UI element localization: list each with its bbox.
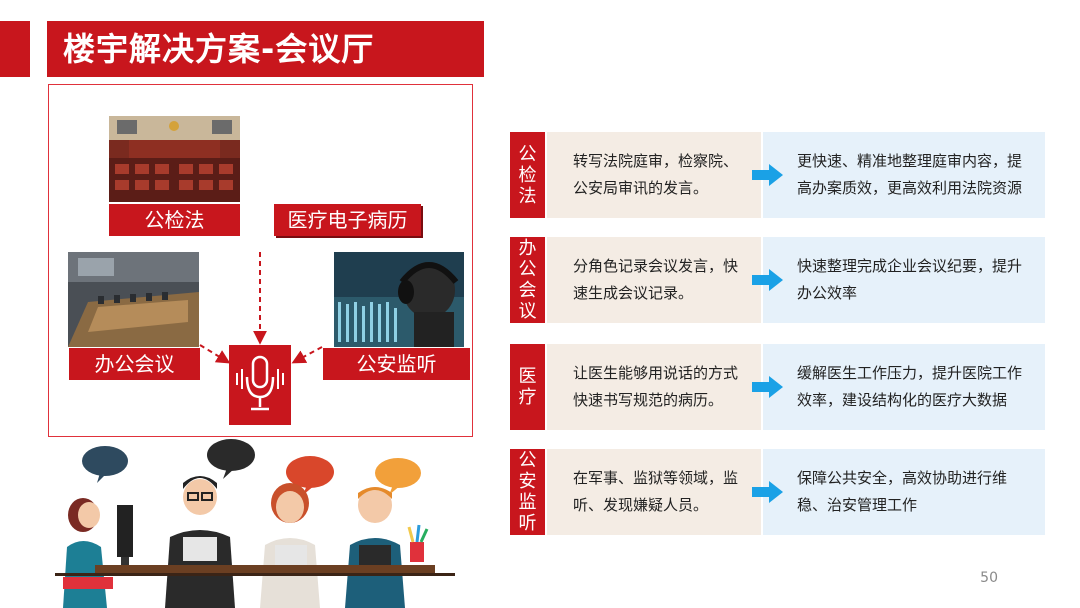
caption-police: 公安监听 (323, 348, 470, 380)
row-usage: 转写法院庭审，检察院、公安局审讯的发言。 (547, 132, 761, 218)
row-benefit: 保障公共安全，高效协助进行维稳、治安管理工作 (763, 449, 1045, 535)
arrow-right-icon (752, 481, 783, 503)
row-tag-label: 医疗 (518, 366, 537, 408)
flow-arrows (199, 252, 323, 364)
court-photo (109, 116, 240, 202)
row-tag-label: 办公会议 (518, 238, 537, 322)
row-tag-label: 公检法 (518, 143, 537, 207)
row-court: 公检法 转写法院庭审，检察院、公安局审讯的发言。 更快速、精准地整理庭审内容，提… (510, 132, 1045, 218)
left-accent-bar (0, 21, 30, 77)
page-title: 楼宇解决方案-会议厅 (47, 21, 484, 77)
people-illustration (55, 439, 455, 608)
caption-court: 公检法 (109, 204, 240, 236)
arrow-right-icon (752, 164, 783, 186)
caption-medical: 医疗电子病历 (274, 204, 421, 236)
microphone-icon (229, 345, 291, 425)
row-tag: 办公会议 (510, 237, 545, 323)
row-office: 办公会议 分角色记录会议发言，快速生成会议记录。 快速整理完成企业会议纪要，提升… (510, 237, 1045, 323)
police-listening-photo (334, 252, 464, 347)
row-benefit: 缓解医生工作压力，提升医院工作效率，建设结构化的医疗大数据 (763, 344, 1045, 430)
scenario-frame (48, 84, 473, 437)
row-tag-label: 公安监听 (518, 450, 537, 534)
row-usage: 分角色记录会议发言，快速生成会议记录。 (547, 237, 761, 323)
page-number: 50 (980, 570, 998, 586)
arrow-right-icon (752, 269, 783, 291)
caption-office: 办公会议 (69, 348, 200, 380)
row-tag: 医疗 (510, 344, 545, 430)
row-medical: 医疗 让医生能够用说话的方式快速书写规范的病历。 缓解医生工作压力，提升医院工作… (510, 344, 1045, 430)
row-usage: 在军事、监狱等领域，监听、发现嫌疑人员。 (547, 449, 761, 535)
row-benefit: 快速整理完成企业会议纪要，提升办公效率 (763, 237, 1045, 323)
row-tag: 公检法 (510, 132, 545, 218)
arrow-right-icon (752, 376, 783, 398)
office-meeting-photo (68, 252, 199, 347)
row-usage: 让医生能够用说话的方式快速书写规范的病历。 (547, 344, 761, 430)
row-benefit: 更快速、精准地整理庭审内容，提高办案质效，更高效利用法院资源 (763, 132, 1045, 218)
row-police: 公安监听 在军事、监狱等领域，监听、发现嫌疑人员。 保障公共安全，高效协助进行维… (510, 449, 1045, 535)
row-tag: 公安监听 (510, 449, 545, 535)
